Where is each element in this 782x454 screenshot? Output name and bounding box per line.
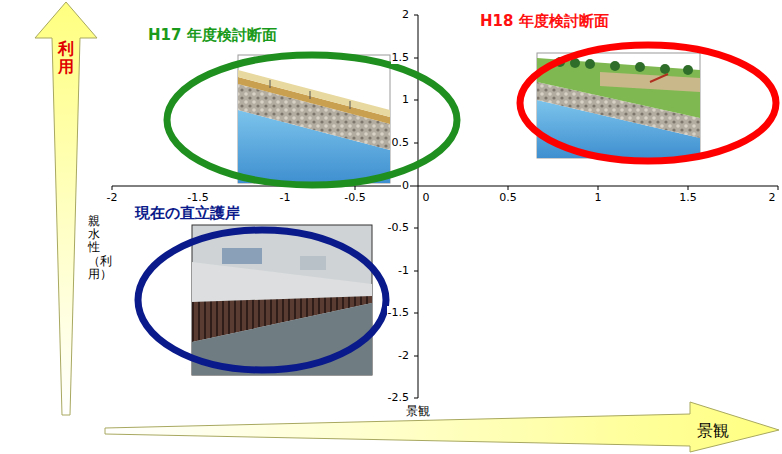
y-tick-label: 2 xyxy=(401,8,410,21)
arrow-label: 利用 xyxy=(58,40,74,75)
y-tick-label: 1 xyxy=(401,93,410,106)
x-tick-label: 0 xyxy=(422,191,431,204)
slope-illustration xyxy=(238,55,390,183)
x-tick-label: -2 xyxy=(106,191,119,204)
ellipse-outline xyxy=(126,200,406,378)
x-tick-label: 0.5 xyxy=(498,191,518,204)
use-arrow xyxy=(35,2,97,415)
y-tick-label: -1.5 xyxy=(387,306,410,319)
x-tick-label: -1 xyxy=(279,191,292,204)
landscape-arrow xyxy=(105,402,779,452)
axis-ticks xyxy=(112,15,778,398)
axis-title: 景観 xyxy=(406,404,430,418)
x-tick-label: -1.5 xyxy=(186,191,209,204)
y-tick-label: 1.5 xyxy=(391,51,411,64)
ellipse-outline xyxy=(520,45,776,161)
x-axis xyxy=(112,186,778,187)
y-tick-label: 0.5 xyxy=(391,136,411,149)
y-tick-label: -0.5 xyxy=(387,221,410,234)
arrow-label: 景観 xyxy=(697,421,729,440)
ellipse-outline xyxy=(167,55,457,185)
ellipse-outline xyxy=(140,22,470,197)
ellipse-outline xyxy=(138,230,386,370)
y-tick-label: -2 xyxy=(397,349,410,362)
x-tick-label: 2 xyxy=(768,191,777,204)
y-tick-label: -1 xyxy=(397,264,410,277)
axis-title: 親水性（利用） xyxy=(88,215,100,281)
group-label: 現在の直立護岸 xyxy=(135,204,240,222)
ellipse-outline xyxy=(470,8,782,168)
y-tick-label: -2.5 xyxy=(387,391,410,404)
ellipse-group: H18 年度検討断面 xyxy=(470,8,782,168)
ellipse-group: H17 年度検討断面 xyxy=(140,22,470,197)
group-label: H18 年度検討断面 xyxy=(480,12,609,30)
x-tick-label: 1.5 xyxy=(678,191,698,204)
ellipse-group: 現在の直立護岸 xyxy=(126,200,406,378)
group-label: H17 年度検討断面 xyxy=(148,26,277,44)
x-tick-label: 1 xyxy=(594,191,603,204)
x-tick-label: -0.5 xyxy=(343,191,366,204)
y-tick-label: 0 xyxy=(401,179,410,192)
